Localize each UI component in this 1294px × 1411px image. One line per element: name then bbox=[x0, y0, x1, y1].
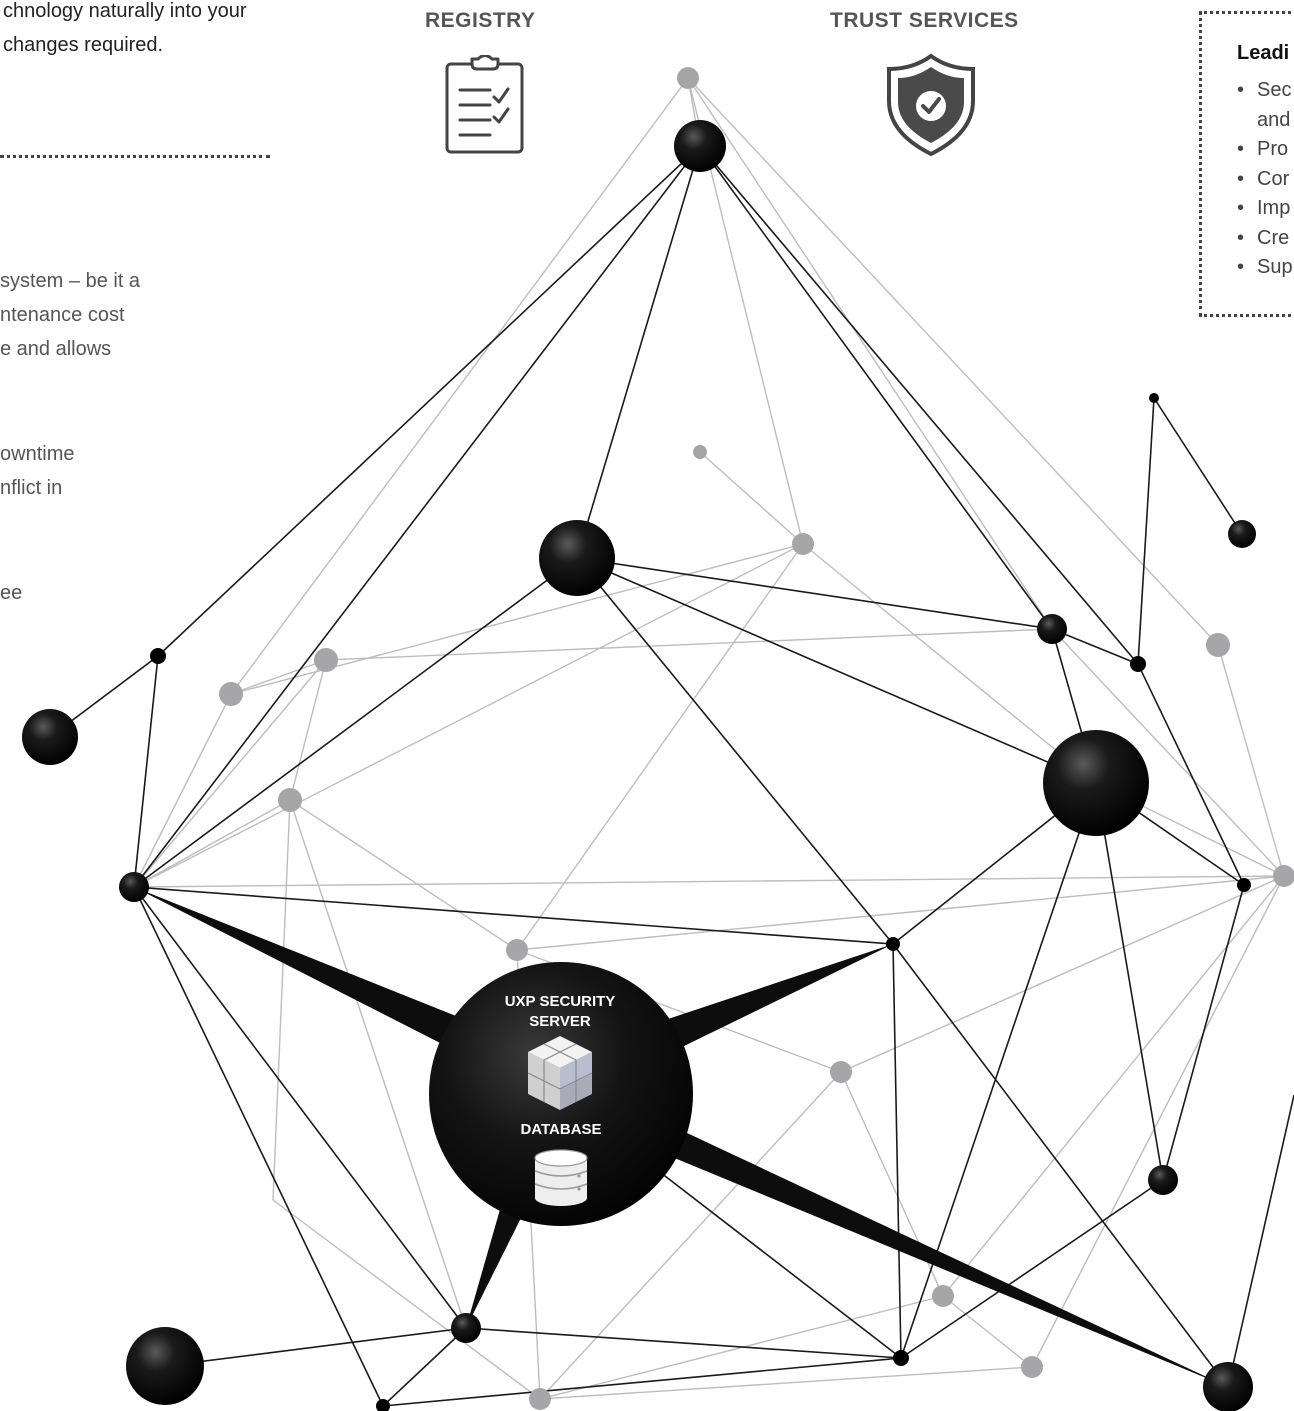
dark-sphere-node bbox=[674, 120, 726, 172]
dark-sphere-node bbox=[451, 1313, 481, 1343]
light-node bbox=[792, 533, 814, 555]
dark-sphere-node bbox=[126, 1327, 204, 1405]
junction-node bbox=[893, 1350, 909, 1366]
junction-node bbox=[886, 937, 900, 951]
dark-sphere-node bbox=[539, 520, 615, 596]
dark-sphere-node bbox=[22, 709, 78, 765]
hub-database-label: DATABASE bbox=[520, 1121, 601, 1138]
body-line: nflict in bbox=[0, 477, 63, 499]
light-nodes bbox=[219, 67, 1294, 1410]
intro-line: chnology naturally into your bbox=[3, 0, 247, 22]
junction-node bbox=[1237, 878, 1251, 892]
dark-sphere-node bbox=[119, 872, 149, 902]
body-line: e and allows bbox=[0, 338, 112, 360]
cube-icon bbox=[527, 1036, 593, 1110]
intro-line: changes required. bbox=[3, 34, 164, 56]
light-node bbox=[1273, 865, 1294, 887]
junction-node bbox=[1149, 393, 1159, 403]
light-node bbox=[693, 445, 707, 459]
feature-item: Imp bbox=[1235, 194, 1293, 224]
shield-check-icon bbox=[887, 53, 975, 157]
light-node bbox=[1206, 633, 1230, 657]
dark-sphere-node bbox=[1228, 520, 1256, 548]
registry-label: REGISTRY bbox=[425, 9, 536, 32]
dark-sphere-node bbox=[1043, 730, 1149, 836]
dark-sphere-node bbox=[1148, 1165, 1178, 1195]
feature-item: Sup bbox=[1235, 253, 1293, 283]
light-node bbox=[314, 648, 338, 672]
body-line: owntime bbox=[0, 443, 75, 465]
junction-node bbox=[376, 1399, 390, 1411]
body-line: ntenance cost bbox=[0, 304, 125, 326]
feature-box-title: Leadi bbox=[1237, 42, 1290, 64]
database-icon bbox=[534, 1149, 588, 1206]
feature-item: Cor bbox=[1235, 165, 1293, 195]
dark-spheres bbox=[22, 120, 1256, 1411]
trust-services-label: TRUST SERVICES bbox=[830, 9, 1019, 32]
body-line: ee bbox=[0, 582, 23, 604]
light-node bbox=[278, 788, 302, 812]
light-node bbox=[506, 939, 528, 961]
light-node bbox=[529, 1388, 551, 1410]
dark-junctions bbox=[150, 393, 1251, 1411]
junction-node bbox=[1130, 656, 1146, 672]
security-server-hub: UXP SECURITY SERVER DATABASE bbox=[429, 962, 693, 1226]
dark-sphere-node bbox=[1203, 1362, 1253, 1411]
junction-node bbox=[150, 648, 166, 664]
light-node bbox=[830, 1061, 852, 1083]
clipboard-checklist-icon bbox=[445, 55, 524, 154]
hub-spokes bbox=[134, 887, 1228, 1387]
body-line: system – be it a bbox=[0, 270, 141, 292]
hub-title-line1: UXP SECURITY bbox=[505, 993, 616, 1010]
light-node bbox=[1021, 1356, 1043, 1378]
light-node bbox=[677, 67, 699, 89]
light-node bbox=[932, 1285, 954, 1307]
hub-title-line2: SERVER bbox=[529, 1013, 591, 1030]
feature-list: Sec and Pro Cor Imp Cre Sup bbox=[1235, 76, 1293, 283]
dark-sphere-node bbox=[1037, 614, 1067, 644]
feature-box bbox=[1199, 11, 1294, 317]
feature-item: and bbox=[1257, 108, 1291, 131]
feature-item: Cre bbox=[1235, 224, 1293, 254]
feature-item: Pro bbox=[1235, 135, 1293, 165]
dark-links bbox=[49, 145, 1294, 1407]
light-node bbox=[219, 682, 243, 706]
section-divider bbox=[0, 155, 270, 158]
feature-item: Sec bbox=[1235, 76, 1293, 106]
